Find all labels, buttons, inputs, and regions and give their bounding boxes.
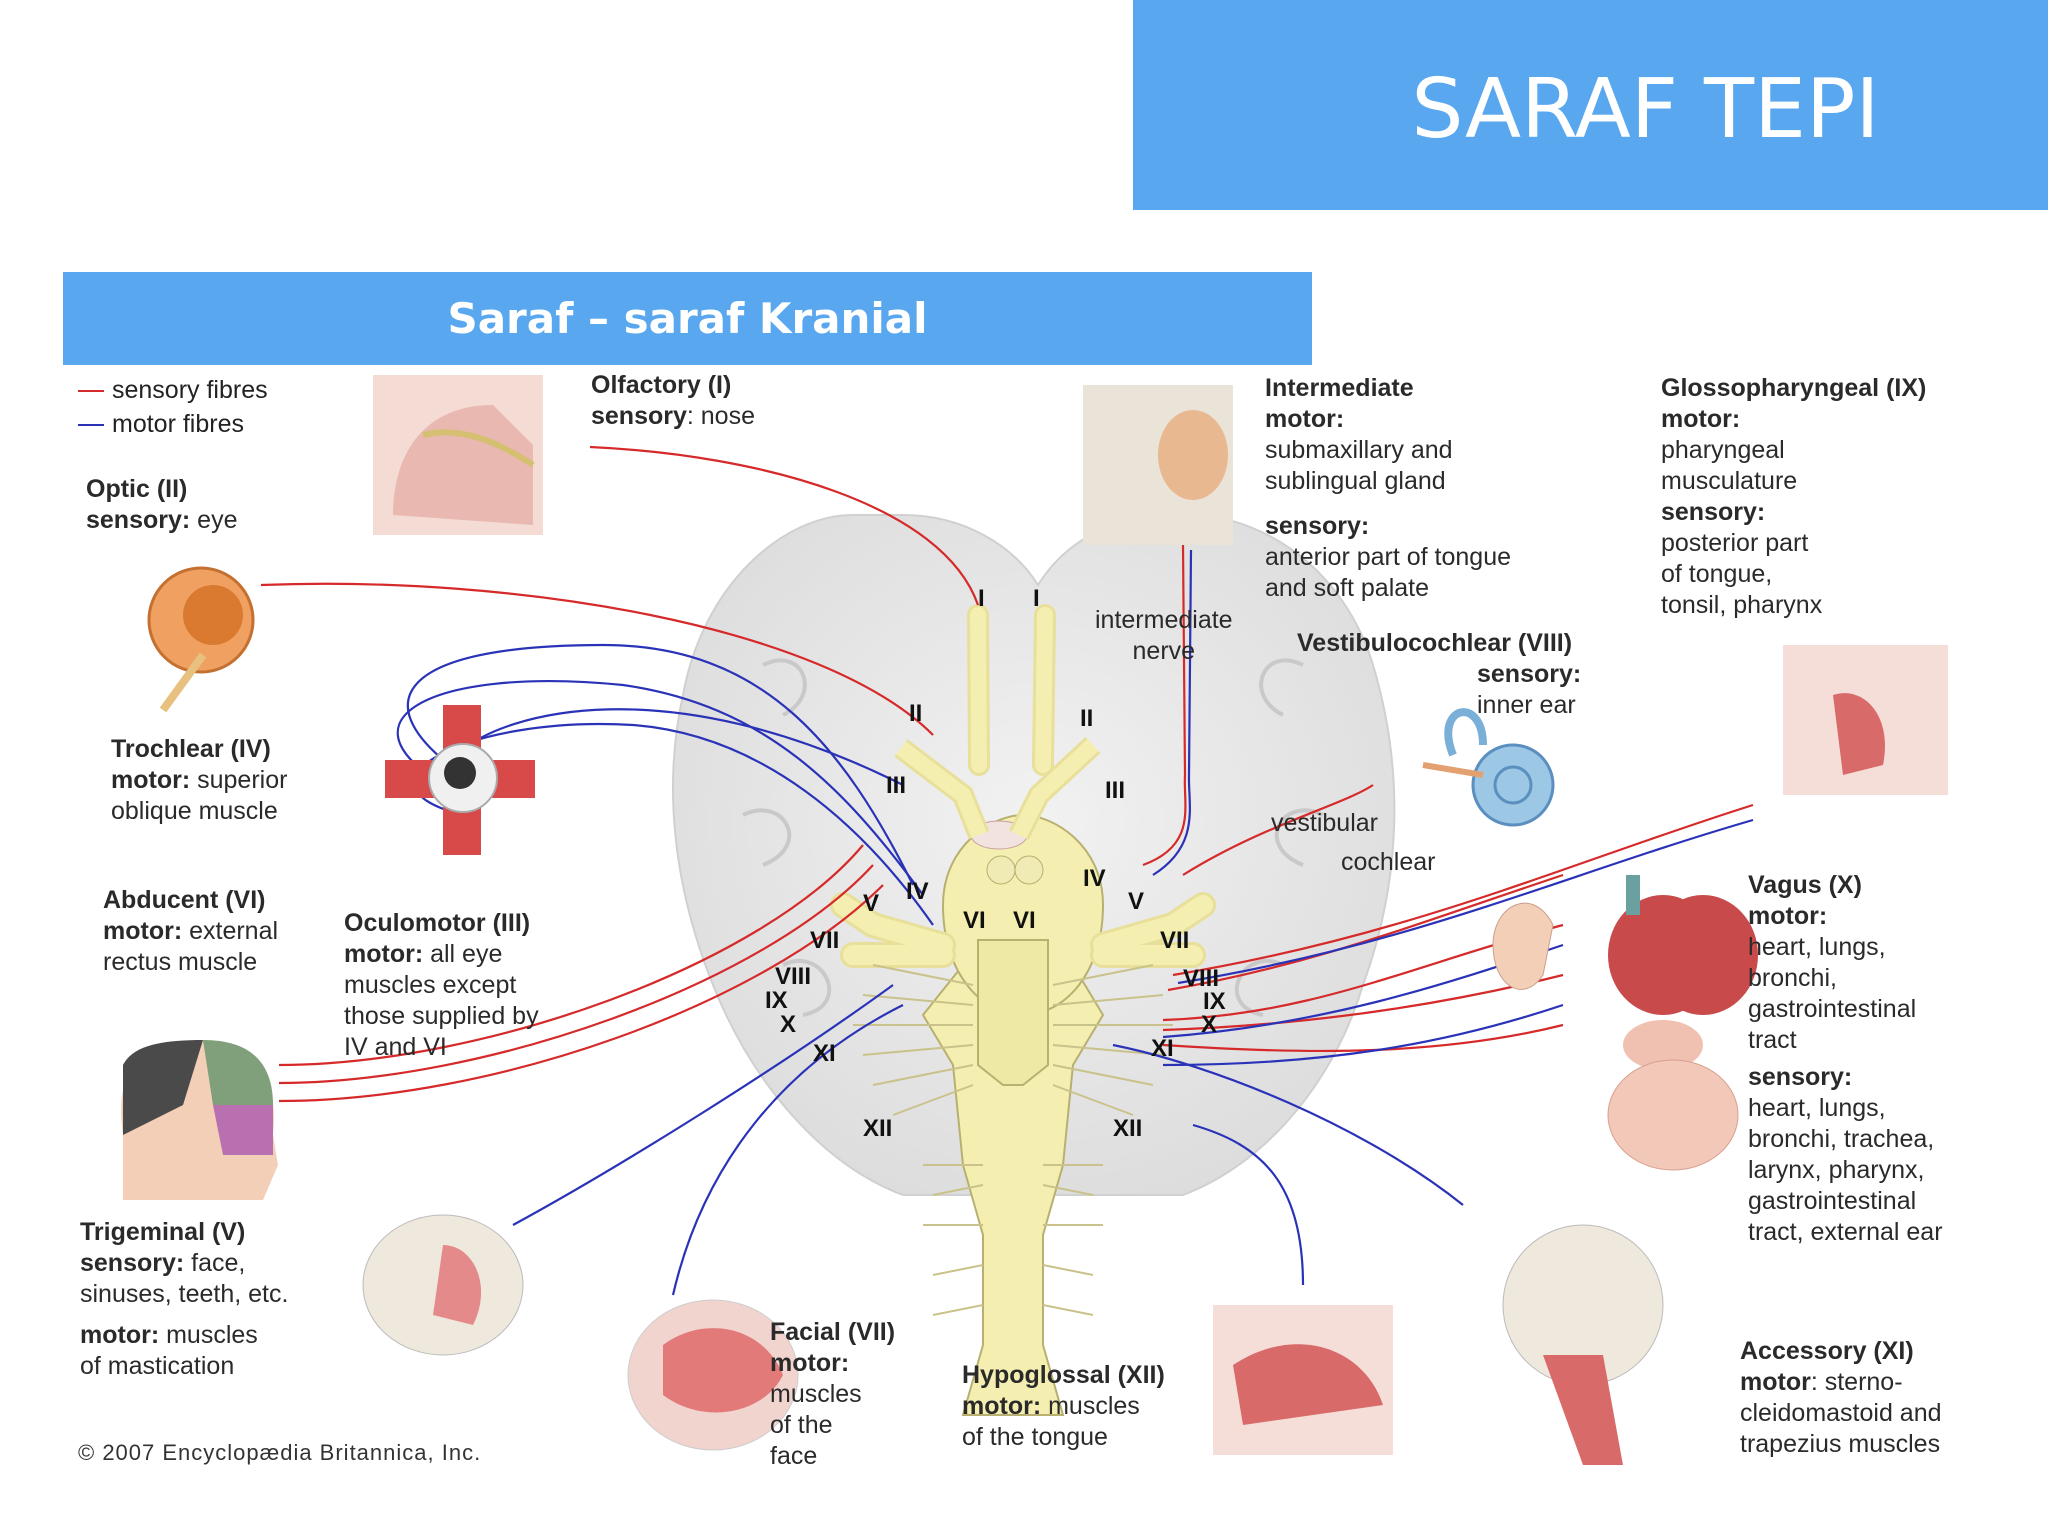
motor-line-swatch bbox=[78, 424, 104, 427]
roman-XII-right: XII bbox=[1113, 1115, 1143, 1142]
roman-IV-right: IV bbox=[1083, 865, 1106, 892]
roman-III-left: III bbox=[886, 772, 907, 799]
roman-VII-left: VII bbox=[810, 927, 840, 954]
roman-II-left: II bbox=[909, 700, 923, 727]
roman-XII-left: XII bbox=[863, 1115, 893, 1142]
roman-VIII-right: VIII bbox=[1183, 965, 1220, 992]
glossopharyngeal-label: Glossopharyngeal (IX) motor: pharyngeal … bbox=[1661, 374, 1927, 619]
legend-sensory-label: sensory fibres bbox=[112, 376, 268, 404]
roman-XI-right: XI bbox=[1151, 1035, 1174, 1062]
roman-I-left: I bbox=[978, 585, 985, 612]
roman-I-right: I bbox=[1033, 585, 1040, 612]
roman-X-right: X bbox=[1201, 1011, 1218, 1038]
optic-label: Optic (II) sensory: eye bbox=[86, 475, 238, 534]
accessory-neck-illustration bbox=[1502, 1224, 1664, 1465]
brainstem bbox=[921, 953, 1105, 1416]
roman-XI-left: XI bbox=[813, 1040, 836, 1067]
roman-X-left: X bbox=[780, 1011, 797, 1038]
roman-II-right: II bbox=[1080, 705, 1094, 732]
slide-subtitle: Saraf – saraf Kranial bbox=[447, 294, 928, 343]
optic-eye-illustration bbox=[147, 566, 255, 713]
legend-sensory: sensory fibres bbox=[78, 373, 268, 407]
roman-IV-left: IV bbox=[906, 878, 929, 905]
roman-VII-right: VII bbox=[1160, 927, 1190, 954]
vagus-label: Vagus (X) motor: heart, lungs, bronchi, … bbox=[1748, 871, 1943, 1246]
roman-IX-right: IX bbox=[1203, 988, 1226, 1015]
facial-label: Facial (VII) motor: muscles of the face bbox=[770, 1318, 896, 1470]
cranial-nerves-diagram: sensory fibres motor fibres Olfactory (I… bbox=[63, 365, 2020, 1485]
brain-illustration bbox=[121, 375, 1948, 1465]
accessory-label: Accessory (XI) motor: sterno- cleidomast… bbox=[1740, 1337, 1942, 1458]
roman-VI-left: VI bbox=[963, 907, 986, 934]
eye-muscles-illustration bbox=[385, 705, 535, 855]
abducent-label: Abducent (VI) motor: external rectus mus… bbox=[103, 886, 279, 976]
roman-V-left: V bbox=[863, 890, 880, 917]
legend-motor: motor fibres bbox=[78, 407, 268, 441]
external-ear-illustration bbox=[1492, 902, 1554, 990]
roman-V-right: V bbox=[1128, 888, 1145, 915]
olfactory-head-illustration bbox=[373, 375, 543, 535]
oculomotor-label: Oculomotor (III) motor: all eye muscles … bbox=[344, 909, 539, 1061]
copyright-notice: © 2007 Encyclopædia Britannica, Inc. bbox=[78, 1440, 482, 1465]
vagus-organs-illustration bbox=[1607, 875, 1758, 1171]
cochlear-label: cochlear bbox=[1341, 848, 1436, 876]
sensory-line-swatch bbox=[78, 390, 104, 393]
intermediate-gland-illustration bbox=[1083, 385, 1233, 545]
roman-VIII-left: VIII bbox=[775, 963, 812, 990]
slide-title: SARAF TEPI bbox=[1411, 62, 1880, 157]
subtitle-banner: Saraf – saraf Kranial bbox=[63, 272, 1312, 365]
inner-ear-illustration bbox=[1422, 708, 1555, 827]
vestibular-label: vestibular bbox=[1271, 809, 1378, 837]
intermediate-label: Intermediate motor: submaxillary and sub… bbox=[1265, 374, 1511, 602]
roman-VI-right: VI bbox=[1013, 907, 1036, 934]
trigeminal-label: Trigeminal (V) sensory: face, sinuses, t… bbox=[80, 1218, 289, 1380]
intermediate-nerve-label: intermediate nerve bbox=[1095, 606, 1233, 665]
fibre-legend: sensory fibres motor fibres bbox=[78, 373, 268, 441]
trigeminal-head-illustration bbox=[121, 1040, 278, 1200]
tongue-illustration bbox=[1213, 1305, 1393, 1455]
pharynx-illustration bbox=[1783, 645, 1948, 795]
vestibulocochlear-label: Vestibulocochlear (VIII) sensory: inner … bbox=[1297, 629, 1582, 719]
title-banner: SARAF TEPI bbox=[1133, 0, 2048, 210]
facial-muscles-illustration bbox=[627, 1299, 799, 1451]
hypoglossal-label: Hypoglossal (XII) motor: muscles of the … bbox=[962, 1361, 1165, 1451]
trochlear-label: Trochlear (IV) motor: superior oblique m… bbox=[111, 735, 288, 825]
roman-IX-left: IX bbox=[765, 987, 788, 1014]
roman-III-right: III bbox=[1105, 777, 1126, 804]
skull-mastication-illustration bbox=[362, 1214, 524, 1356]
olfactory-label: Olfactory (I) sensory: nose bbox=[591, 371, 755, 430]
legend-motor-label: motor fibres bbox=[112, 410, 244, 438]
